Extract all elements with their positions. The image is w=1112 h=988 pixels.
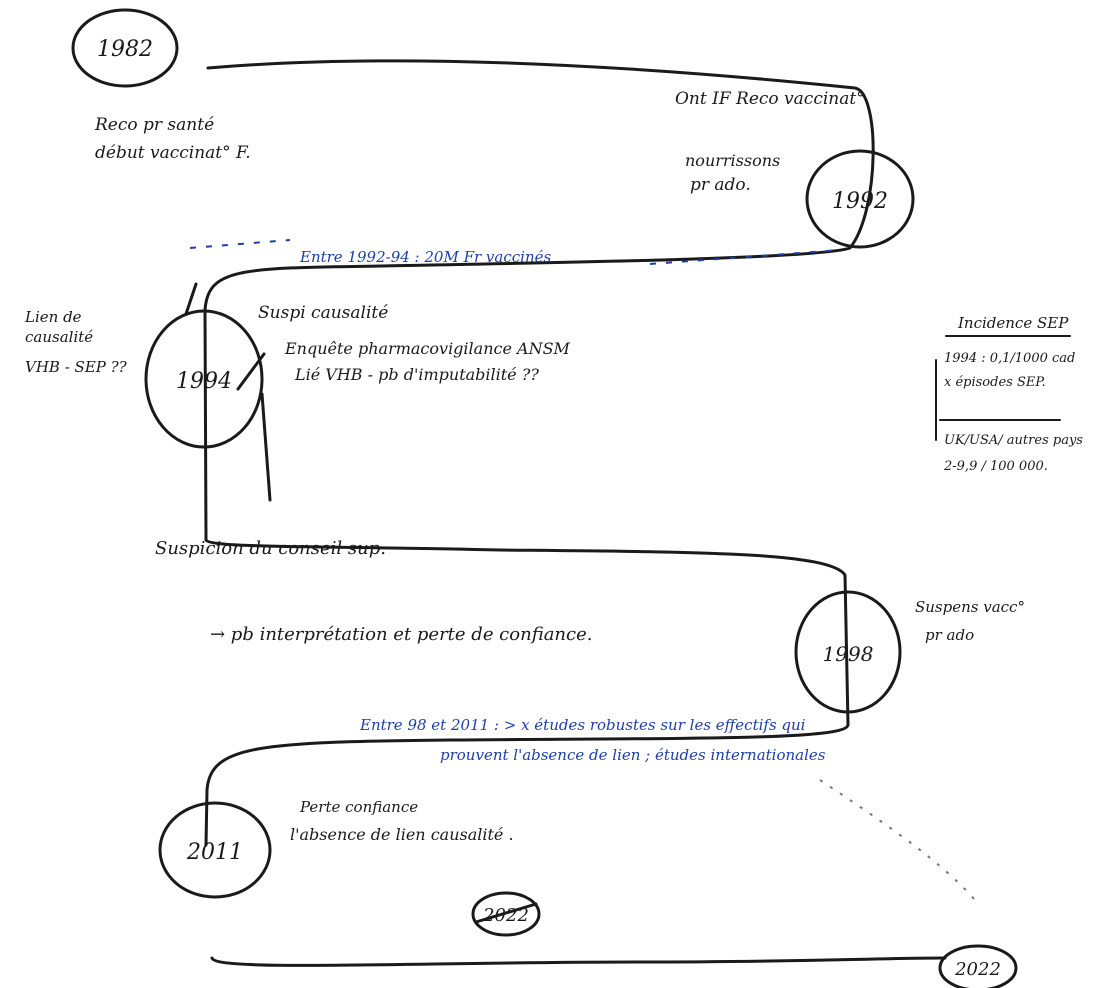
incidence-title: Incidence SEP	[957, 314, 1069, 332]
note-1992-line1: nourrissons	[685, 151, 780, 170]
note-1982-line1: Reco pr santé	[94, 115, 214, 135]
dotted-connector	[819, 779, 976, 901]
year-circle-2022	[938, 944, 1018, 988]
note-1998-right-line1: Suspens vacc°	[915, 598, 1025, 616]
year-1994: 1994	[176, 369, 232, 394]
note-2011-line2: l'absence de lien causalité .	[290, 825, 514, 844]
note-1994-left-line1: Lien de	[24, 308, 82, 326]
note-98-2011-blue-line2: prouvent l'absence de lien ; études inte…	[440, 746, 826, 764]
note-1992-94-blue: Entre 1992-94 : 20M Fr vaccinés	[299, 248, 551, 266]
note-1982-line2: début vaccinat° F.	[95, 143, 251, 163]
note-1994-left-line2: causalité	[25, 328, 93, 346]
timeline-path	[203, 59, 875, 847]
year-circle-1992	[805, 149, 915, 249]
note-1994-right-line1: Suspi causalité	[258, 303, 388, 323]
note-1992-line2: pr ado.	[690, 175, 751, 195]
note-mid-line1: Suspicion du conseil sup.	[155, 538, 386, 559]
year-circle-1982	[71, 8, 179, 88]
year-1992: 1992	[832, 189, 888, 214]
year-circle-1994	[144, 309, 264, 449]
year-circle-1998	[794, 590, 902, 714]
incidence-line3: UK/USA/ autres pays	[944, 433, 1083, 448]
year-1982: 1982	[97, 37, 153, 62]
note-1992-top: Ont IF Reco vaccinat°	[675, 89, 865, 109]
note-98-2011-blue-line1: Entre 98 et 2011 : > x études robustes s…	[359, 716, 806, 734]
slash-mark	[260, 392, 272, 502]
note-1994-right-line3: Lié VHB - pb d'imputabilité ??	[294, 365, 539, 384]
year-2011: 2011	[186, 840, 243, 865]
incidence-line2: x épisodes SEP.	[944, 375, 1046, 390]
timeline-bottom-path	[210, 956, 947, 967]
note-2011-line1: Perte confiance	[299, 798, 418, 816]
year-circle-2022-struck	[471, 891, 541, 937]
slash-mark	[236, 352, 266, 391]
year-2022: 2022	[954, 959, 1001, 980]
incidence-line1: 1994 : 0,1/1000 cad	[944, 351, 1075, 366]
note-mid-line2: → pb interprétation et perte de confianc…	[210, 624, 592, 645]
year-circle-2011	[158, 801, 272, 899]
incidence-line4: 2-9,9 / 100 000.	[943, 459, 1048, 474]
note-1994-left-line3: VHB - SEP ??	[25, 358, 128, 376]
year-2022-struck: 2022	[482, 905, 529, 926]
tick-mark	[184, 282, 198, 316]
note-1994-right-line2: Enquête pharmacovigilance ANSM	[284, 339, 571, 358]
note-1998-right-line2: pr ado	[925, 626, 974, 644]
year-1998: 1998	[823, 642, 874, 666]
blue-dashed-line	[189, 239, 291, 249]
strike-line	[474, 902, 538, 924]
